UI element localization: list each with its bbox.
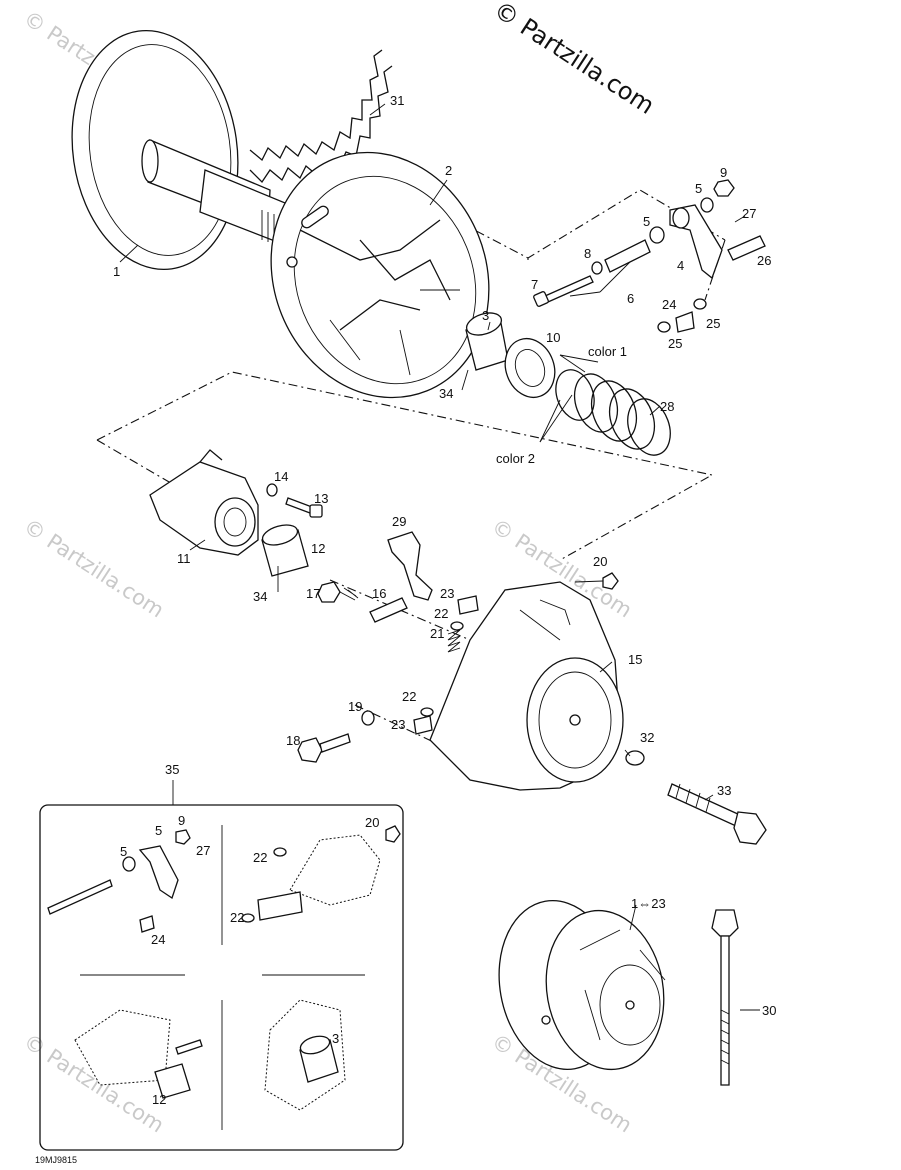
cotter-pin-part-27 — [734, 215, 746, 223]
callout-label-kit: 1⇔23 — [631, 896, 666, 911]
bushing-part-3 — [465, 312, 509, 371]
callout-label-14: 14 — [274, 469, 288, 484]
fixed-sheave-part-1 — [71, 29, 291, 271]
bushing-part-5 — [649, 226, 665, 244]
nut-part-20 — [602, 572, 619, 590]
callout-label-21: 21 — [430, 626, 444, 641]
callout-label-15: 15 — [628, 652, 642, 667]
callout-label-10: 10 — [546, 330, 560, 345]
bolt-part-33 — [667, 783, 767, 845]
washer-part-32 — [625, 750, 645, 766]
callout-label-16: 16 — [372, 586, 386, 601]
callout-label-17: 17 — [306, 586, 320, 601]
callout-label-24: 24 — [662, 297, 676, 312]
pin-part-16 — [369, 597, 408, 623]
screw-part-17 — [317, 581, 359, 603]
washer-part-19 — [361, 710, 375, 726]
inset-label-20: 20 — [365, 815, 379, 830]
figure-code: 19MJ9815 — [35, 1155, 77, 1165]
nut-part-9 — [713, 179, 735, 197]
washer-part-22 — [420, 707, 434, 717]
callout-label-26: 26 — [757, 253, 771, 268]
callout-label-6: 6 — [627, 291, 634, 306]
lever-arm-part-4 — [669, 204, 723, 280]
long-bolt-part-30 — [711, 909, 739, 1086]
bushing-part-12 — [261, 524, 309, 577]
callout-label-31: 31 — [390, 93, 404, 108]
roller-bolt-part-7 — [533, 275, 594, 307]
callout-labels: 1 2 31 9 5 27 5 8 4 26 7 6 24 25 25 3 10… — [113, 93, 776, 1107]
watermark: © Partzilla.com — [19, 514, 168, 622]
callout-label-3: 3 — [482, 308, 489, 323]
washer-part-25 — [657, 321, 671, 333]
callout-label-32: 32 — [640, 730, 654, 745]
inset-label-5: 5 — [120, 844, 127, 859]
callout-label-27: 27 — [742, 206, 756, 221]
governor-cup-part-15 — [429, 581, 624, 791]
callout-label-1: 1 — [113, 264, 120, 279]
callout-label-23: 23 — [440, 586, 454, 601]
bolt-part-18 — [297, 733, 351, 763]
callout-label-22: 22 — [434, 606, 448, 621]
callout-label-23: 23 — [391, 717, 405, 732]
cam-part-29 — [387, 531, 433, 601]
plug-part-23 — [457, 595, 479, 615]
watermark-main: © Partzilla.com — [489, 0, 660, 120]
inset-label-22: 22 — [253, 850, 267, 865]
callout-label-22: 22 — [402, 689, 416, 704]
callout-label-color-2: color 2 — [496, 451, 535, 466]
leader-lines — [119, 103, 760, 1011]
callout-label-2: 2 — [445, 163, 452, 178]
assembly-outline-upper — [374, 177, 726, 301]
callout-label-29: 29 — [392, 514, 406, 529]
washer-part-22 — [450, 621, 464, 631]
spring-part-28 — [555, 369, 671, 456]
inset-label-24: 24 — [151, 932, 165, 947]
drive-pulley-assembly — [498, 899, 666, 1071]
spider-part-11 — [149, 449, 259, 556]
washer-part-10 — [504, 337, 556, 399]
washer-part-25 — [693, 298, 707, 310]
callout-label-25: 25 — [706, 316, 720, 331]
callout-label-4: 4 — [677, 258, 684, 273]
inset-label-12: 12 — [152, 1092, 166, 1107]
callout-label-13: 13 — [314, 491, 328, 506]
roller-part-24 — [675, 311, 695, 333]
callout-label-5: 5 — [695, 181, 702, 196]
callout-label-35: 35 — [165, 762, 179, 777]
inset-label-5: 5 — [155, 823, 162, 838]
callout-label-20: 20 — [593, 554, 607, 569]
callout-label-34: 34 — [439, 386, 453, 401]
inset-label-27: 27 — [196, 843, 210, 858]
inset-label-3: 3 — [332, 1031, 339, 1046]
washer-part-8 — [591, 261, 603, 275]
drive-belt-part-31 — [249, 49, 383, 162]
bushing-part-5 — [700, 197, 714, 213]
pin-part-26 — [727, 235, 766, 261]
callout-label-30: 30 — [762, 1003, 776, 1018]
plug-part-23 — [413, 715, 433, 735]
callout-label-19: 19 — [348, 699, 362, 714]
movable-sheave-part-2 — [270, 151, 490, 399]
inset-label-22: 22 — [230, 910, 244, 925]
spring-part-21 — [447, 629, 461, 653]
callout-label-34: 34 — [253, 589, 267, 604]
callout-label-28: 28 — [660, 399, 674, 414]
callout-label-9: 9 — [720, 165, 727, 180]
callout-label-8: 8 — [584, 246, 591, 261]
roller-part-6 — [604, 239, 651, 273]
callout-label-18: 18 — [286, 733, 300, 748]
callout-label-11: 11 — [177, 551, 191, 566]
callout-label-7: 7 — [531, 277, 538, 292]
screw-part-13 — [285, 497, 323, 518]
callout-label-12: 12 — [311, 541, 325, 556]
callout-label-33: 33 — [717, 783, 731, 798]
washer-part-14 — [266, 483, 278, 497]
inset-box-part-35 — [39, 780, 404, 1151]
callout-label-color-1: color 1 — [588, 344, 627, 359]
inset-label-9: 9 — [178, 813, 185, 828]
callout-label-5: 5 — [643, 214, 650, 229]
callout-label-25: 25 — [668, 336, 682, 351]
